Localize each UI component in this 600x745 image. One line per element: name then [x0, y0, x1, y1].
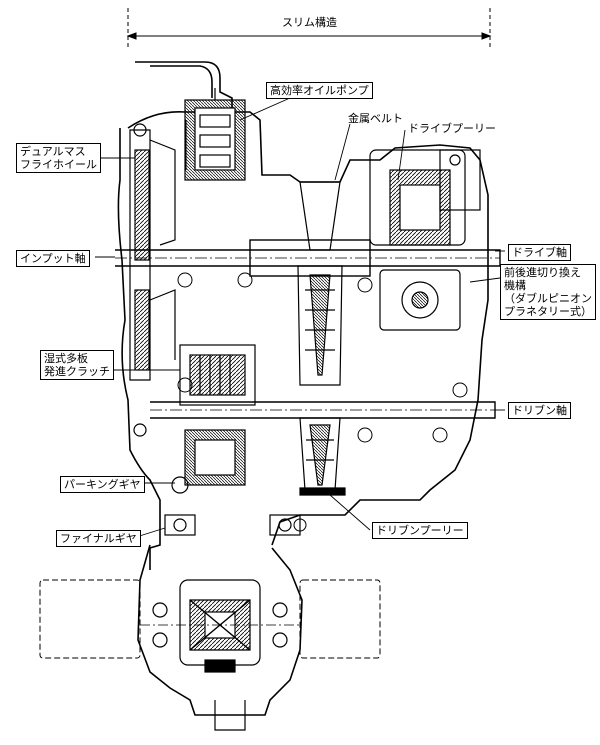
- input-shaft-label: インプット軸: [16, 250, 90, 267]
- differential: [140, 579, 300, 673]
- forward-reverse-mechanism-label: 前後進切り換え 機構 （ダブルピニオン プラネタリー式）: [500, 264, 596, 320]
- dual-mass-flywheel: [129, 123, 176, 437]
- driven-shaft: [150, 401, 496, 419]
- slim-structure-label: スリム構造: [282, 16, 337, 29]
- bearings: [177, 272, 468, 532]
- drive-pulley: [297, 181, 343, 386]
- oil-pump: [184, 88, 246, 181]
- oil-pump-label: 高効率オイルポンプ: [266, 82, 373, 99]
- parking-gear-label: パーキングギヤ: [60, 476, 145, 493]
- wet-clutch-line-1: 湿式多板: [44, 352, 88, 365]
- wet-multiplate-clutch: [179, 344, 256, 406]
- fwd-rev-line-1: 前後進切り換え: [504, 266, 581, 279]
- fwd-rev-line-4: プラネタリー式）: [504, 305, 592, 318]
- dimension-line: [126, 8, 492, 48]
- metal-belt-label: 金属ベルト: [348, 112, 403, 125]
- driven-pulley: [299, 417, 346, 496]
- parking-gear: [171, 429, 246, 494]
- wet-clutch-label: 湿式多板 発進クラッチ: [40, 350, 114, 380]
- fwd-rev-line-3: （ダブルピニオン: [504, 292, 592, 305]
- leader-lines: [95, 97, 505, 539]
- dual-mass-flywheel-label: デュアルマス フライホイール: [16, 143, 101, 173]
- fwd-rev-line-2: 機構: [504, 279, 526, 292]
- final-gear-label: ファイナルギヤ: [56, 530, 141, 547]
- driven-pulley-label: ドリブンプーリー: [372, 522, 468, 539]
- wheel-outline-left: [39, 579, 141, 659]
- dual-mass-line-1: デュアルマス: [20, 145, 86, 158]
- driven-shaft-label: ドリブン軸: [508, 402, 571, 419]
- wet-clutch-line-2: 発進クラッチ: [44, 365, 110, 378]
- planetary-gear-set: [369, 149, 481, 331]
- drive-shaft-label: ドライブ軸: [508, 244, 571, 261]
- wheel-outline-right: [299, 579, 381, 659]
- dual-mass-line-2: フライホイール: [20, 158, 97, 171]
- transmission-housing: [117, 61, 489, 731]
- drive-pulley-label: ドライブプーリー: [408, 122, 496, 135]
- final-gear: [164, 514, 301, 536]
